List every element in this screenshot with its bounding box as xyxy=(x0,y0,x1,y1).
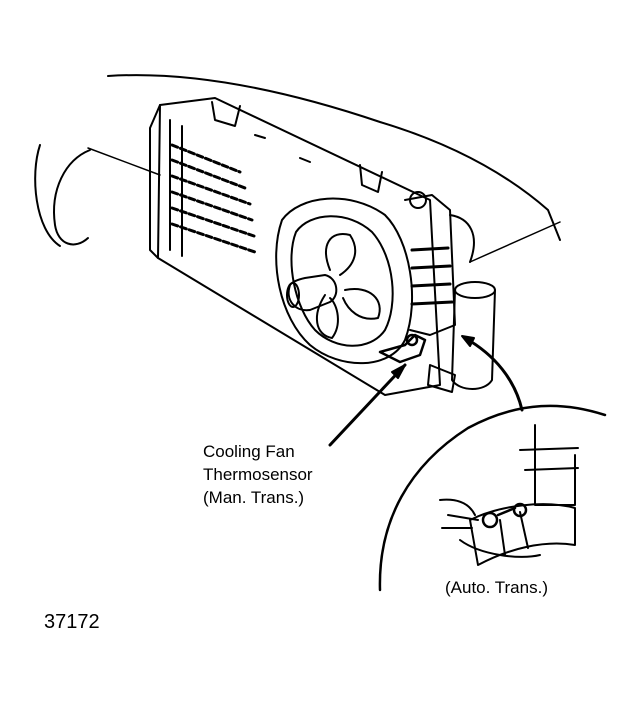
figure-number: 37172 xyxy=(44,611,100,633)
body-panel-outline xyxy=(107,74,561,241)
arrow-auto-trans xyxy=(463,336,524,412)
auto-trans-label: (Auto. Trans.) xyxy=(445,578,548,597)
cooling-fan xyxy=(275,197,414,365)
bumper-outline xyxy=(53,149,91,246)
thermosensor-man-trans xyxy=(378,333,427,364)
side-tank xyxy=(404,191,475,336)
radiator xyxy=(149,97,441,396)
thermosensor-callout: Cooling Fan Thermosensor (Man. Trans.) xyxy=(203,440,313,509)
inset-detail xyxy=(378,404,607,592)
bumper-lower xyxy=(34,144,61,247)
leader-tank xyxy=(469,221,561,263)
thermosensor-label-line2: Thermosensor xyxy=(203,465,313,484)
thermosensor-label-line3: (Man. Trans.) xyxy=(203,488,305,507)
thermosensor-label-line1: Cooling Fan xyxy=(203,442,295,461)
arrow-thermosensor xyxy=(328,363,407,447)
leader-radiator xyxy=(87,147,161,176)
cooler-line-fitting xyxy=(427,281,496,393)
